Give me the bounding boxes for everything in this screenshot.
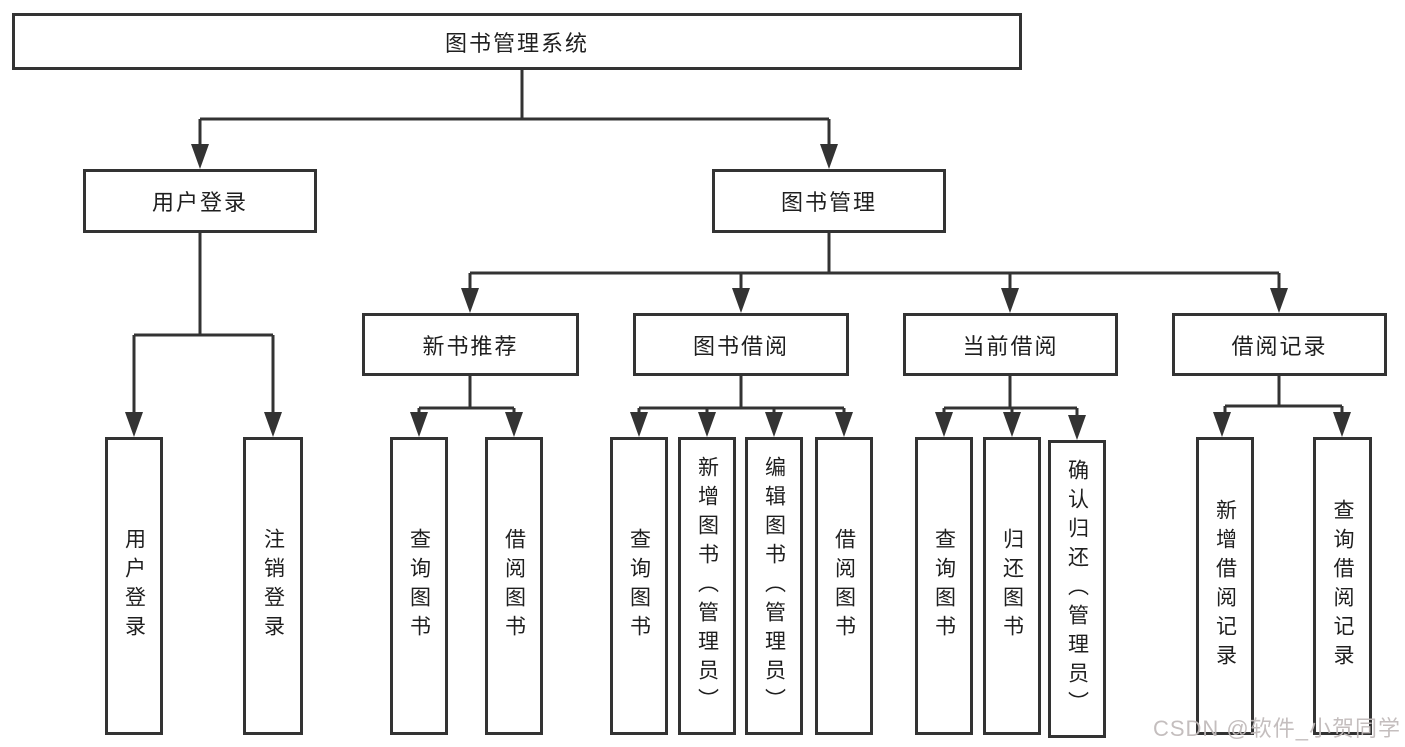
leaf-add-book-admin: 新增图书（管理员） xyxy=(678,437,736,735)
leaf-edit-book-admin: 编辑图书（管理员） xyxy=(745,437,803,735)
leaf-return-book-label: 归还图书 xyxy=(1000,528,1024,644)
node-book-borrow-label: 图书借阅 xyxy=(692,333,789,359)
leaf-borrow-book-recommend: 借阅图书 xyxy=(485,437,543,735)
leaf-user-login: 用户登录 xyxy=(105,437,163,735)
leaf-return-book: 归还图书 xyxy=(983,437,1041,735)
leaf-confirm-return-admin: 确认归还（管理员） xyxy=(1048,440,1106,738)
node-book-borrow: 图书借阅 xyxy=(633,313,849,376)
leaf-logout-label: 注销登录 xyxy=(261,528,285,644)
leaf-borrow-book-recommend-label: 借阅图书 xyxy=(502,528,526,644)
leaf-query-book-current: 查询图书 xyxy=(915,437,973,735)
node-book-management: 图书管理 xyxy=(712,169,946,233)
node-current-borrow: 当前借阅 xyxy=(903,313,1118,376)
arrowheads xyxy=(125,144,1351,440)
node-borrow-record-label: 借阅记录 xyxy=(1231,333,1328,359)
node-borrow-record: 借阅记录 xyxy=(1172,313,1387,376)
leaf-query-book-borrow-label: 查询图书 xyxy=(627,528,651,644)
node-book-management-label: 图书管理 xyxy=(780,190,877,215)
leaf-add-borrow-record-label: 新增借阅记录 xyxy=(1213,499,1237,673)
leaf-query-book-borrow: 查询图书 xyxy=(610,437,668,735)
csdn-watermark: CSDN @软件_小贺同学 xyxy=(1152,716,1401,741)
leaf-borrow-book: 借阅图书 xyxy=(815,437,873,735)
leaf-query-borrow-record-label: 查询借阅记录 xyxy=(1331,499,1354,673)
leaf-query-borrow-record: 查询借阅记录 xyxy=(1313,437,1372,735)
leaf-confirm-return-admin-label: 确认归还（管理员） xyxy=(1065,458,1089,720)
node-root-label: 图书管理系统 xyxy=(444,30,589,56)
leaf-query-book-recommend-label: 查询图书 xyxy=(407,528,431,644)
node-user-login-label: 用户登录 xyxy=(151,190,248,215)
leaf-query-book-recommend: 查询图书 xyxy=(390,437,448,735)
leaf-edit-book-admin-label: 编辑图书（管理员） xyxy=(762,455,786,717)
node-user-login: 用户登录 xyxy=(83,169,317,233)
leaf-user-login-label: 用户登录 xyxy=(122,528,146,644)
leaf-add-book-admin-label: 新增图书（管理员） xyxy=(695,455,719,717)
leaf-logout: 注销登录 xyxy=(243,437,303,735)
leaf-borrow-book-label: 借阅图书 xyxy=(832,528,856,644)
leaf-query-book-current-label: 查询图书 xyxy=(932,528,956,644)
connector-path xyxy=(132,67,1344,417)
node-root: 图书管理系统 xyxy=(12,13,1022,70)
leaf-add-borrow-record: 新增借阅记录 xyxy=(1196,437,1254,735)
node-current-borrow-label: 当前借阅 xyxy=(962,333,1059,359)
node-new-book-recommend-label: 新书推荐 xyxy=(422,333,519,359)
node-new-book-recommend: 新书推荐 xyxy=(362,313,579,376)
